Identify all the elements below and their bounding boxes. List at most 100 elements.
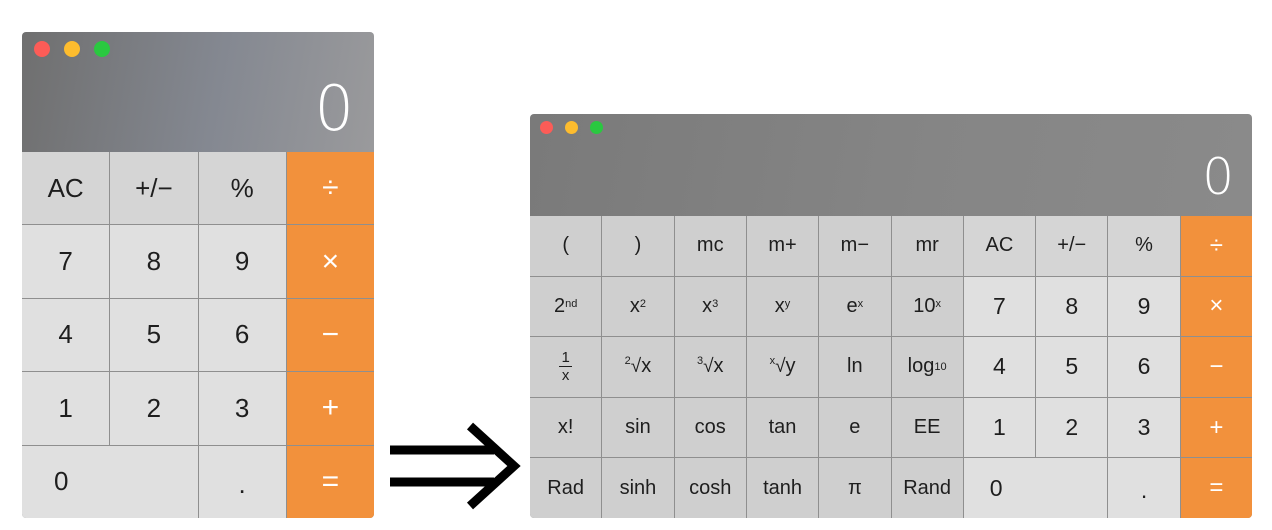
scientific-display: 0 xyxy=(530,114,1252,216)
display-value: 0 xyxy=(314,72,354,145)
digit-3-button[interactable]: 3 xyxy=(198,372,286,445)
square-root-radicand: x xyxy=(641,355,652,378)
sin-button[interactable]: sin xyxy=(602,397,674,458)
log-base: log xyxy=(907,355,935,378)
radians-button[interactable]: Rad xyxy=(530,458,602,518)
plus-minus-button[interactable]: +/− xyxy=(1036,216,1108,276)
cube-root-button[interactable]: 3√x xyxy=(674,337,746,397)
decimal-button[interactable]: . xyxy=(198,445,286,518)
digit-1-button[interactable]: 1 xyxy=(963,397,1036,458)
multiply-button[interactable]: × xyxy=(286,225,374,298)
digit-6-button[interactable]: 6 xyxy=(1108,337,1180,397)
ten-power-x-base: 10 xyxy=(913,294,936,317)
nth-root-button[interactable]: x√y xyxy=(746,337,819,397)
exponent-ee-button[interactable]: EE xyxy=(891,397,963,458)
memory-recall-button[interactable]: mr xyxy=(891,216,963,276)
basic-keypad: AC +/− % ÷ 7 8 9 × 4 5 6 − 1 2 3 + 0 . = xyxy=(22,152,374,518)
sinh-button[interactable]: sinh xyxy=(602,458,674,518)
close-paren-button[interactable]: ) xyxy=(602,216,674,276)
basic-calculator-window: 0 AC +/− % ÷ 7 8 9 × 4 5 6 − 1 2 3 + 0 .… xyxy=(22,32,374,518)
radical-icon: √ xyxy=(703,355,714,377)
close-button[interactable] xyxy=(34,41,50,57)
digit-4-button[interactable]: 4 xyxy=(963,337,1036,397)
equals-button[interactable]: = xyxy=(286,445,374,518)
natural-log-button[interactable]: ln xyxy=(819,337,891,397)
percent-button[interactable]: % xyxy=(1108,216,1180,276)
x-cubed-sup: 3 xyxy=(712,298,719,311)
all-clear-button[interactable]: AC xyxy=(963,216,1036,276)
open-paren-button[interactable]: ( xyxy=(530,216,602,276)
digit-7-button[interactable]: 7 xyxy=(22,225,110,298)
random-button[interactable]: Rand xyxy=(891,458,963,518)
all-clear-button[interactable]: AC xyxy=(22,152,110,225)
radical-icon: √ xyxy=(630,355,642,377)
digit-8-button[interactable]: 8 xyxy=(110,225,198,298)
nth-root-radicand: y xyxy=(785,355,796,378)
divide-button[interactable]: ÷ xyxy=(286,152,374,225)
minus-button[interactable]: − xyxy=(286,298,374,372)
euler-constant-button[interactable]: e xyxy=(819,397,891,458)
reciprocal-numerator: 1 xyxy=(559,349,572,368)
radical-icon: √ xyxy=(775,355,786,377)
digit-4-button[interactable]: 4 xyxy=(22,298,110,372)
plus-minus-button[interactable]: +/− xyxy=(110,152,198,225)
percent-button[interactable]: % xyxy=(198,152,286,225)
minimize-button[interactable] xyxy=(64,41,80,57)
digit-0-button[interactable]: 0 xyxy=(963,458,1108,518)
digit-9-button[interactable]: 9 xyxy=(1108,276,1180,337)
decimal-button[interactable]: . xyxy=(1108,458,1180,518)
close-button[interactable] xyxy=(540,121,553,134)
digit-2-button[interactable]: 2 xyxy=(110,372,198,445)
factorial-button[interactable]: x! xyxy=(530,397,602,458)
digit-5-button[interactable]: 5 xyxy=(110,298,198,372)
nth-root-index: x xyxy=(769,354,776,367)
digit-2-button[interactable]: 2 xyxy=(1036,397,1108,458)
tan-button[interactable]: tan xyxy=(746,397,819,458)
digit-6-button[interactable]: 6 xyxy=(198,298,286,372)
x-squared-base: x xyxy=(629,294,640,317)
e-power-x-sup: x xyxy=(857,298,864,311)
display-value: 0 xyxy=(1202,148,1234,206)
x-power-y-sup: y xyxy=(784,298,791,311)
memory-subtract-button[interactable]: m− xyxy=(819,216,891,276)
digit-8-button[interactable]: 8 xyxy=(1036,276,1108,337)
square-root-button[interactable]: 2√x xyxy=(602,337,674,397)
implies-arrow-icon xyxy=(390,422,521,510)
x-squared-sup: 2 xyxy=(639,298,646,311)
multiply-button[interactable]: × xyxy=(1180,276,1252,337)
log-subscript: 10 xyxy=(934,360,947,373)
digit-0-button[interactable]: 0 xyxy=(22,445,198,518)
memory-clear-button[interactable]: mc xyxy=(674,216,746,276)
divide-button[interactable]: ÷ xyxy=(1180,216,1252,276)
digit-1-button[interactable]: 1 xyxy=(22,372,110,445)
digit-9-button[interactable]: 9 xyxy=(198,225,286,298)
digit-7-button[interactable]: 7 xyxy=(963,276,1036,337)
minus-button[interactable]: − xyxy=(1180,337,1252,397)
minimize-button[interactable] xyxy=(565,121,578,134)
digit-3-button[interactable]: 3 xyxy=(1108,397,1180,458)
digit-5-button[interactable]: 5 xyxy=(1036,337,1108,397)
ten-power-x-sup: x xyxy=(935,298,942,311)
cosh-button[interactable]: cosh xyxy=(674,458,746,518)
plus-button[interactable]: + xyxy=(286,372,374,445)
e-power-x-base: e xyxy=(846,294,858,317)
zoom-button[interactable] xyxy=(590,121,603,134)
equals-button[interactable]: = xyxy=(1180,458,1252,518)
tanh-button[interactable]: tanh xyxy=(746,458,819,518)
basic-display: 0 xyxy=(22,32,374,152)
cos-button[interactable]: cos xyxy=(674,397,746,458)
plus-button[interactable]: + xyxy=(1180,397,1252,458)
pi-button[interactable]: π xyxy=(819,458,891,518)
zoom-button[interactable] xyxy=(94,41,110,57)
memory-add-button[interactable]: m+ xyxy=(746,216,819,276)
